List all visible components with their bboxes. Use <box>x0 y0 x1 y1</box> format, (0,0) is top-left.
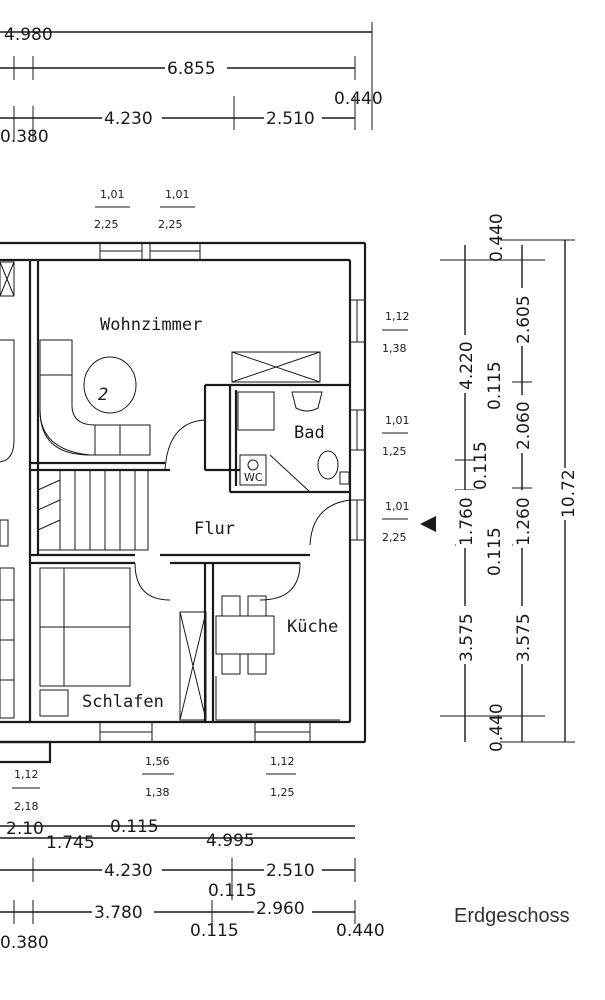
dim-bottom-210: 2.10 <box>6 819 44 839</box>
doors <box>134 419 351 601</box>
dim-bottom-2510: 2.510 <box>266 861 315 881</box>
svg-text:2,25: 2,25 <box>94 218 119 231</box>
svg-text:1,12: 1,12 <box>14 768 39 781</box>
bottom-dimensions: 2.10 1.745 0.115 4.995 4.230 2.510 0.115… <box>0 817 385 953</box>
bed <box>39 567 131 717</box>
dim-top-0380: 0.380 <box>0 127 49 147</box>
dim-bottom-2960: 2.960 <box>256 899 305 919</box>
entrance-arrow-icon <box>420 516 436 532</box>
dim-bottom-0115-c: 0.115 <box>190 921 239 941</box>
svg-text:1,38: 1,38 <box>382 342 407 355</box>
bottom-window-labels: 1,56 1,38 1,12 1,25 1,12 2,18 <box>12 755 296 813</box>
room-label-wohnzimmer: Wohnzimmer <box>100 315 202 335</box>
dim-top-6855: 6.855 <box>167 59 216 79</box>
wc-label: WC <box>244 471 263 484</box>
right-dimensions: 0.440 4.220 2.605 0.115 2.060 0.115 1.76… <box>440 213 579 752</box>
top-dimensions: 4.980 6.855 4.230 2.510 0.380 0.440 <box>0 22 383 147</box>
left-partial-rooms <box>0 261 52 764</box>
dim-bottom-4995: 4.995 <box>206 831 255 851</box>
dim-right-3575-a: 3.575 <box>457 613 477 662</box>
dim-right-0115-a: 0.115 <box>485 361 505 410</box>
dim-top-0440: 0.440 <box>334 89 383 109</box>
dim-bottom-4230: 4.230 <box>104 861 153 881</box>
dim-right-1760: 1.760 <box>457 497 477 546</box>
svg-text:2,18: 2,18 <box>14 800 39 813</box>
dim-bottom-0440: 0.440 <box>336 921 385 941</box>
room-label-schlafen: Schlafen <box>82 692 164 712</box>
dim-top-4980: 4.980 <box>4 25 53 45</box>
svg-text:1,25: 1,25 <box>382 445 407 458</box>
dim-right-3575-b: 3.575 <box>514 613 534 662</box>
dim-top-4230: 4.230 <box>104 109 153 129</box>
sofa: 2 <box>39 339 151 456</box>
svg-text:1,25: 1,25 <box>270 786 295 799</box>
svg-text:1,56: 1,56 <box>145 755 170 768</box>
wardrobe <box>179 611 207 721</box>
room-label-flur: Flur <box>194 519 235 539</box>
dim-right-2605: 2.605 <box>514 295 534 344</box>
svg-text:2,25: 2,25 <box>382 531 407 544</box>
svg-text:1,12: 1,12 <box>270 755 295 768</box>
svg-text:1,01: 1,01 <box>385 500 410 513</box>
dim-right-0440-bottom: 0.440 <box>487 703 507 752</box>
dim-right-2060: 2.060 <box>514 401 534 450</box>
svg-text:1,01: 1,01 <box>165 188 190 201</box>
dim-bottom-0380: 0.380 <box>0 933 49 953</box>
svg-text:1,01: 1,01 <box>385 414 410 427</box>
bathroom-fixtures: WC <box>231 351 350 486</box>
dim-right-0440-top: 0.440 <box>487 213 507 262</box>
svg-text:1,12: 1,12 <box>385 310 410 323</box>
svg-text:2,25: 2,25 <box>158 218 183 231</box>
dim-bottom-1745: 1.745 <box>46 833 95 853</box>
svg-text:1,01: 1,01 <box>100 188 125 201</box>
top-window-labels: 1,01 2,25 1,01 2,25 <box>94 188 195 231</box>
right-window-labels: 1,12 1,38 1,01 1,25 1,01 2,25 <box>382 310 436 544</box>
dim-right-4220: 4.220 <box>457 341 477 390</box>
dim-right-total: 10.72 <box>559 469 579 518</box>
stairs <box>37 469 149 551</box>
svg-text:1,38: 1,38 <box>145 786 170 799</box>
dim-right-0115-b: 0.115 <box>471 441 491 490</box>
room-label-bad: Bad <box>294 423 325 443</box>
dim-top-2510: 2.510 <box>266 109 315 129</box>
windows <box>99 242 366 743</box>
dim-bottom-0115-a: 0.115 <box>110 817 159 837</box>
dim-right-0115-c: 0.115 <box>485 527 505 576</box>
kitchen-table <box>215 595 340 721</box>
room-label-kueche: Küche <box>287 617 338 637</box>
room-number: 2 <box>98 385 108 405</box>
dim-bottom-0115-b: 0.115 <box>208 881 257 901</box>
room-labels: Wohnzimmer Bad Flur Küche Schlafen <box>82 315 338 712</box>
dim-bottom-3780: 3.780 <box>94 903 143 923</box>
floor-caption: Erdgeschoss <box>454 905 570 927</box>
dim-right-1260: 1.260 <box>514 497 534 546</box>
